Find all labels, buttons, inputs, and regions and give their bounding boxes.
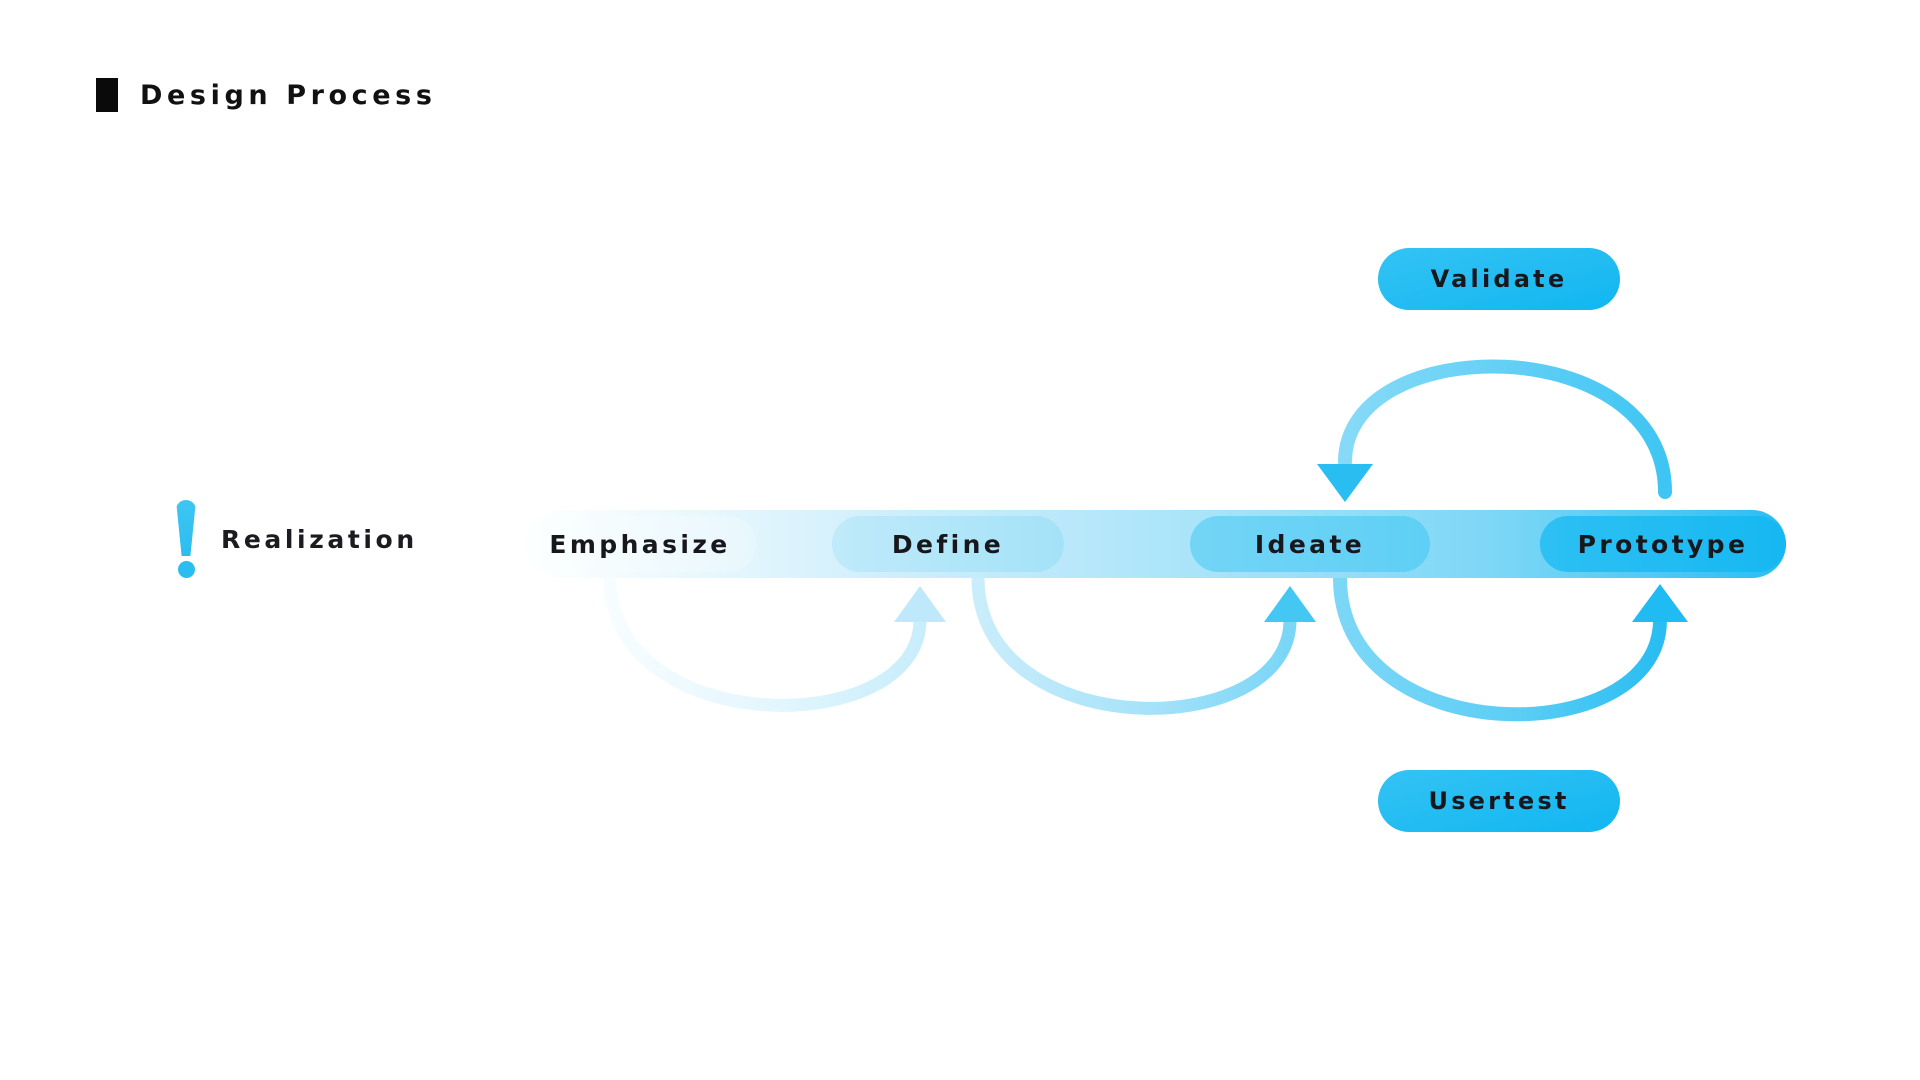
realization-legend: Realization bbox=[175, 500, 418, 578]
realization-label: Realization bbox=[221, 524, 418, 554]
exclamation-icon bbox=[175, 500, 197, 578]
stage-pill-emphasize[interactable] bbox=[524, 516, 756, 572]
stage-pill-define[interactable] bbox=[832, 516, 1064, 572]
square-bullet-icon bbox=[96, 78, 118, 112]
page-title: Design Process bbox=[140, 79, 437, 111]
page-header: Design Process bbox=[96, 78, 437, 112]
exclamation-stroke bbox=[176, 500, 196, 556]
exclamation-dot bbox=[178, 561, 195, 578]
prototype-to-ideate-loop bbox=[1317, 359, 1672, 502]
stage-pill-prototype[interactable] bbox=[1540, 516, 1786, 572]
emphasize-to-define-loop bbox=[603, 571, 946, 712]
define-to-ideate-loop bbox=[971, 571, 1316, 715]
badge-pill-usertest[interactable] bbox=[1378, 770, 1620, 832]
ideate-to-prototype-loop bbox=[1333, 571, 1688, 722]
badge-pill-validate[interactable] bbox=[1378, 248, 1620, 310]
stage-pill-ideate[interactable] bbox=[1190, 516, 1430, 572]
